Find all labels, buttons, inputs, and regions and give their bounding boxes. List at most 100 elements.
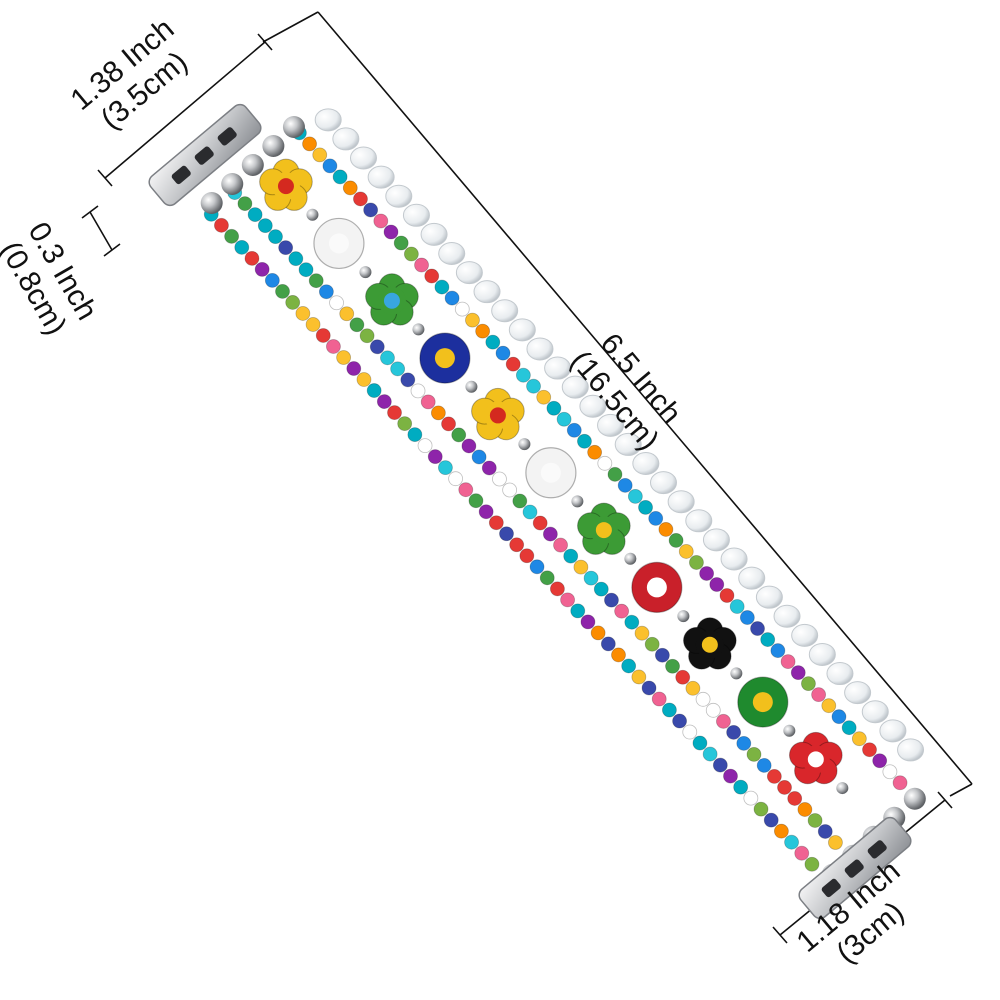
dimension-lines	[81, 11, 973, 944]
metal-bead	[282, 115, 305, 138]
seed-bead	[546, 400, 562, 416]
seed-bead	[295, 306, 311, 321]
metal-bead	[903, 787, 926, 810]
seed-bead	[342, 180, 358, 196]
seed-bead	[461, 438, 477, 454]
seed-bead	[244, 250, 260, 266]
spacer-bead	[730, 667, 743, 680]
seed-bead	[773, 823, 789, 839]
seed-bead	[485, 334, 501, 350]
seed-bead	[336, 350, 352, 365]
seed-bead	[366, 383, 382, 398]
seed-bead	[451, 427, 467, 443]
pearl-bead	[332, 127, 360, 151]
seed-bead	[702, 746, 718, 762]
seed-bead	[359, 328, 375, 344]
seed-bead	[414, 257, 429, 273]
seed-bead	[346, 361, 362, 376]
seed-bead	[403, 246, 419, 262]
seed-bead	[654, 647, 670, 663]
bottom-connector	[798, 816, 912, 920]
seed-bead	[566, 422, 582, 438]
spacer-bead	[783, 724, 796, 737]
seed-bead	[766, 769, 782, 784]
seed-bead	[247, 207, 263, 223]
pearl-bead	[561, 375, 589, 399]
pearl-bead	[685, 509, 713, 533]
seed-bead	[529, 559, 545, 575]
seed-bead	[817, 824, 833, 839]
seed-bead	[695, 691, 711, 707]
seed-bead	[542, 526, 558, 542]
seed-bead	[841, 720, 857, 736]
seed-bead	[515, 367, 531, 383]
pearl-bead	[808, 642, 836, 666]
seed-bead	[658, 522, 674, 537]
flower-center	[595, 522, 612, 539]
seed-bead	[607, 466, 623, 482]
seed-bead	[376, 394, 392, 409]
seed-bead	[237, 196, 253, 211]
seed-bead	[617, 477, 633, 493]
seed-bead	[410, 383, 426, 399]
seed-bead	[828, 835, 843, 850]
pearl-bead	[438, 241, 466, 265]
seed-bead	[400, 372, 416, 388]
pearl-bead	[649, 471, 677, 495]
seed-bead	[315, 328, 331, 343]
seed-bead	[434, 279, 450, 295]
pearl-bead	[402, 203, 430, 227]
seed-bead	[811, 687, 827, 703]
seed-bead	[644, 636, 660, 652]
pearl-bead	[614, 432, 642, 456]
seed-bead	[770, 643, 786, 658]
flower-center	[277, 178, 294, 195]
seed-bead	[580, 614, 596, 630]
seed-bead	[519, 548, 535, 564]
seed-bead	[736, 735, 752, 751]
seed-bead	[268, 229, 283, 245]
seed-bead	[709, 577, 725, 592]
seed-bead	[614, 603, 630, 619]
seed-bead	[756, 757, 772, 773]
seed-bead	[353, 191, 368, 207]
seed-bead	[356, 372, 372, 387]
pearl-bead	[455, 261, 483, 285]
seed-bead	[393, 235, 409, 251]
seed-bead	[509, 537, 525, 553]
seed-bead	[329, 295, 344, 311]
seed-bead	[862, 742, 877, 758]
pearl-bead	[738, 566, 766, 590]
seed-bead	[417, 438, 433, 454]
seed-bead	[536, 389, 552, 405]
seed-bead	[665, 658, 680, 674]
spacer-bead	[677, 610, 690, 623]
seed-bead	[763, 812, 779, 828]
seed-bead	[444, 290, 460, 306]
seed-bead	[621, 658, 637, 674]
pearl-bead	[526, 337, 554, 361]
spacer-bead	[836, 782, 849, 795]
seed-bead	[275, 284, 290, 299]
flower-center	[383, 292, 400, 309]
seed-bead	[648, 510, 664, 526]
seed-bead	[719, 588, 735, 603]
seed-bead	[712, 757, 728, 773]
seed-bead	[430, 405, 446, 421]
pearl-bead	[349, 146, 377, 170]
seed-bead	[705, 702, 721, 718]
seed-bead	[611, 647, 626, 663]
seed-bead	[577, 433, 592, 449]
metal-bead	[241, 153, 264, 176]
seed-bead	[224, 228, 240, 244]
seed-bead	[570, 603, 586, 619]
seed-bead	[872, 753, 888, 769]
charm-center	[434, 348, 455, 369]
seed-bead	[308, 273, 324, 289]
pearl-bead	[791, 623, 819, 647]
pearl-bead	[579, 394, 607, 418]
seed-bead	[502, 482, 518, 498]
seed-bead	[638, 499, 653, 515]
seed-bead	[641, 680, 657, 696]
seed-bead	[593, 581, 609, 597]
